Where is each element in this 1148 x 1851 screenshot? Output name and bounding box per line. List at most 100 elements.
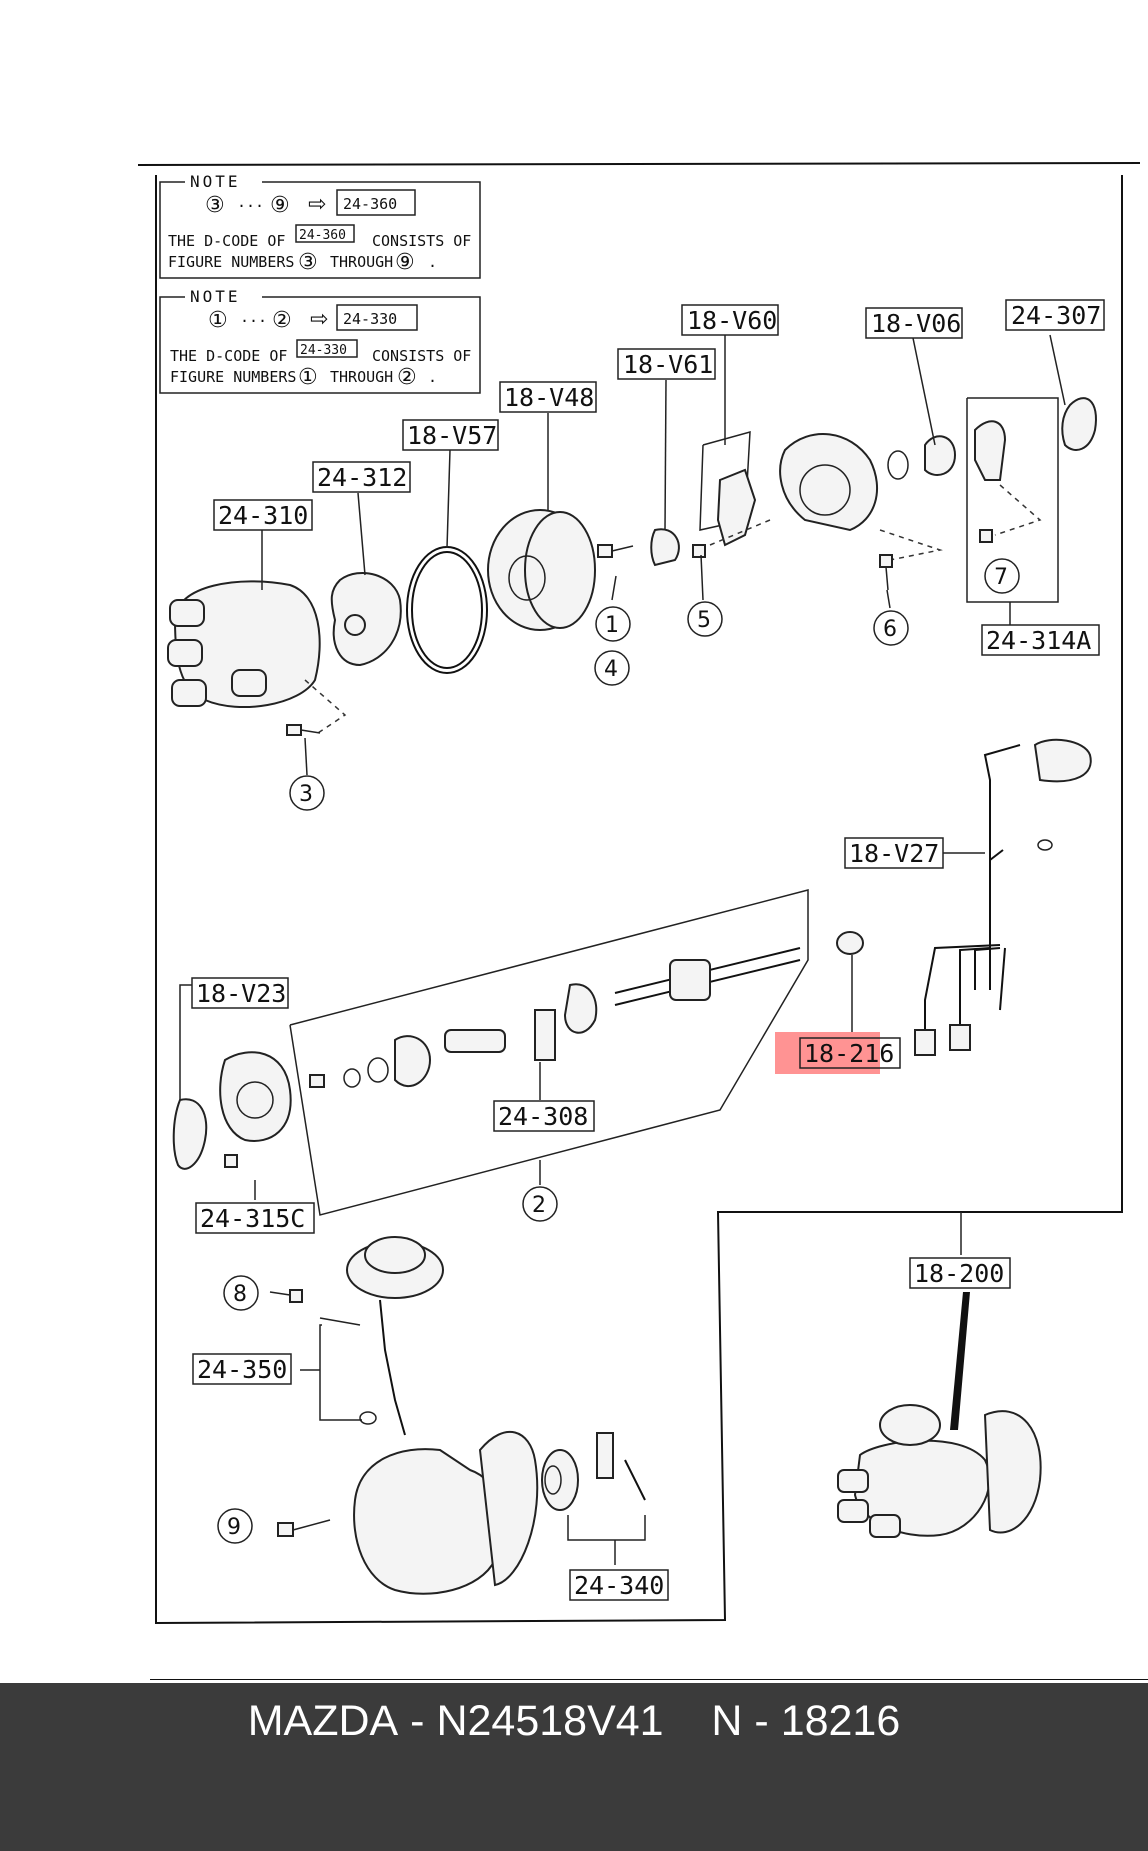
svg-text:18-V57: 18-V57 xyxy=(407,421,497,450)
note-code-inline: 24-360 xyxy=(299,228,346,243)
pickup-drawing xyxy=(650,528,680,567)
svg-text:5: 5 xyxy=(697,608,711,633)
label-18-V60: 18-V60 xyxy=(681,304,779,336)
note-inline-to: ② xyxy=(397,365,417,390)
screw-1-drawing xyxy=(597,544,634,558)
svg-text:18-V27: 18-V27 xyxy=(849,839,939,868)
svg-text:18-200: 18-200 xyxy=(914,1259,1004,1288)
note-line1-post: CONSISTS OF xyxy=(372,347,471,365)
distributor-cap-drawing xyxy=(167,580,321,709)
svg-text:7: 7 xyxy=(994,565,1008,590)
vacuum-unit-drawing xyxy=(289,1236,444,1436)
callout-5: 5 xyxy=(687,601,723,637)
wiring-harness-drawing xyxy=(914,738,1092,1056)
note-line2-end: . xyxy=(428,253,437,271)
washer-drawing xyxy=(887,435,957,480)
label-24-307: 24-307 xyxy=(1005,299,1105,331)
ref-number: 18216 xyxy=(780,1697,901,1745)
label-18-V27: 18-V27 xyxy=(844,837,944,869)
signal-rotor-drawing xyxy=(172,1051,292,1170)
bracket-group-box xyxy=(966,397,1059,603)
callout-2: 2 xyxy=(522,1186,558,1222)
callout-1: 1 xyxy=(595,606,631,642)
highlight-box xyxy=(775,1032,880,1074)
label-18-V57: 18-V57 xyxy=(402,419,499,451)
note-arrow: ⇨ xyxy=(310,307,328,332)
svg-text:24-315C: 24-315C xyxy=(200,1204,305,1233)
cover-drawing xyxy=(487,509,596,631)
label-24-314A: 24-314A xyxy=(981,624,1100,656)
svg-text:18-V61: 18-V61 xyxy=(623,350,713,379)
label-24-312: 24-312 xyxy=(312,461,411,493)
label-18-200: 18-200 xyxy=(909,1257,1011,1289)
part-info-footer: MAZDA - N24518V41 N - 18216 xyxy=(0,1683,1148,1851)
note-dots: ··· xyxy=(240,312,267,330)
svg-text:1: 1 xyxy=(605,613,619,638)
diagram-border xyxy=(155,175,1123,1625)
svg-text:24-310: 24-310 xyxy=(218,501,308,530)
label-24-310: 24-310 xyxy=(213,499,313,531)
note-line2-pre: FIGURE NUMBERS xyxy=(168,253,294,271)
screw-6-drawing xyxy=(879,554,893,591)
svg-text:9: 9 xyxy=(227,1515,241,1540)
note-ref-to: ② xyxy=(272,308,292,333)
svg-text:24-307: 24-307 xyxy=(1011,301,1101,330)
parts-diagram: NOTE ③ ··· ⑨ ⇨ 24-360 THE D-CODE OF 24-3… xyxy=(137,162,1148,1680)
svg-text:18-V48: 18-V48 xyxy=(504,383,594,412)
svg-text:2: 2 xyxy=(532,1193,546,1218)
note-ref-from: ① xyxy=(208,308,228,333)
note-arrow: ⇨ xyxy=(308,192,326,217)
brand-separator: - xyxy=(410,1697,425,1745)
washer-18-216-drawing xyxy=(836,931,864,955)
note-inline-from: ① xyxy=(298,365,318,390)
svg-text:24-314A: 24-314A xyxy=(986,626,1091,655)
ref-separator: - xyxy=(754,1697,769,1745)
note-line2-pre: FIGURE NUMBERS xyxy=(170,368,296,386)
note-header: NOTE xyxy=(190,287,241,306)
label-18-V61: 18-V61 xyxy=(617,348,716,380)
leader-lines xyxy=(179,334,1066,1565)
dash-line xyxy=(709,519,771,546)
note-code-inline: 24-330 xyxy=(300,343,347,358)
callout-3: 3 xyxy=(289,775,325,811)
note-ref-to: ⑨ xyxy=(270,193,290,218)
note-dots: ··· xyxy=(237,197,264,215)
distributor-assembly-drawing xyxy=(837,1292,1042,1538)
label-24-350: 24-350 xyxy=(192,1353,292,1385)
note-line1-post: CONSISTS OF xyxy=(372,232,471,250)
label-24-315C: 24-315C xyxy=(195,1202,315,1234)
dash-line xyxy=(879,529,943,561)
module-18-V60-drawing xyxy=(699,430,757,547)
breaker-plate-drawing xyxy=(779,433,879,532)
screw-5-drawing xyxy=(692,544,706,558)
part-24-307-drawing xyxy=(1061,397,1097,451)
label-18-V48: 18-V48 xyxy=(499,381,597,413)
part-number: N24518V41 xyxy=(436,1697,664,1745)
parts-24-340-drawing xyxy=(541,1432,646,1541)
label-24-308: 24-308 xyxy=(493,1100,595,1132)
svg-text:8: 8 xyxy=(233,1282,247,1307)
note-box-24-360: NOTE ③ ··· ⑨ ⇨ 24-360 THE D-CODE OF 24-3… xyxy=(159,172,481,279)
svg-text:18-V60: 18-V60 xyxy=(687,306,777,335)
callout-8: 8 xyxy=(223,1275,259,1311)
svg-text:24-340: 24-340 xyxy=(574,1571,664,1600)
svg-text:4: 4 xyxy=(604,657,618,682)
label-18-V23: 18-V23 xyxy=(191,977,289,1009)
svg-text:24-312: 24-312 xyxy=(317,463,407,492)
note-code: 24-360 xyxy=(343,195,397,213)
svg-text:18-V23: 18-V23 xyxy=(196,979,286,1008)
callout-6: 6 xyxy=(873,610,909,646)
note-box-24-330: NOTE ① ··· ② ⇨ 24-330 THE D-CODE OF 24-3… xyxy=(159,287,481,394)
housing-drawing xyxy=(277,1430,539,1595)
screw-3-drawing xyxy=(286,724,321,736)
callout-9: 9 xyxy=(217,1508,253,1544)
o-ring-drawing xyxy=(406,546,488,674)
note-line2-mid: THROUGH xyxy=(330,253,393,271)
ref-prefix: N xyxy=(711,1697,743,1745)
svg-text:24-308: 24-308 xyxy=(498,1102,588,1131)
note-line2-end: . xyxy=(428,368,437,386)
note-inline-from: ③ xyxy=(298,250,318,275)
frame-top-line xyxy=(137,162,1141,166)
note-code: 24-330 xyxy=(343,310,397,328)
note-header: NOTE xyxy=(190,172,241,191)
